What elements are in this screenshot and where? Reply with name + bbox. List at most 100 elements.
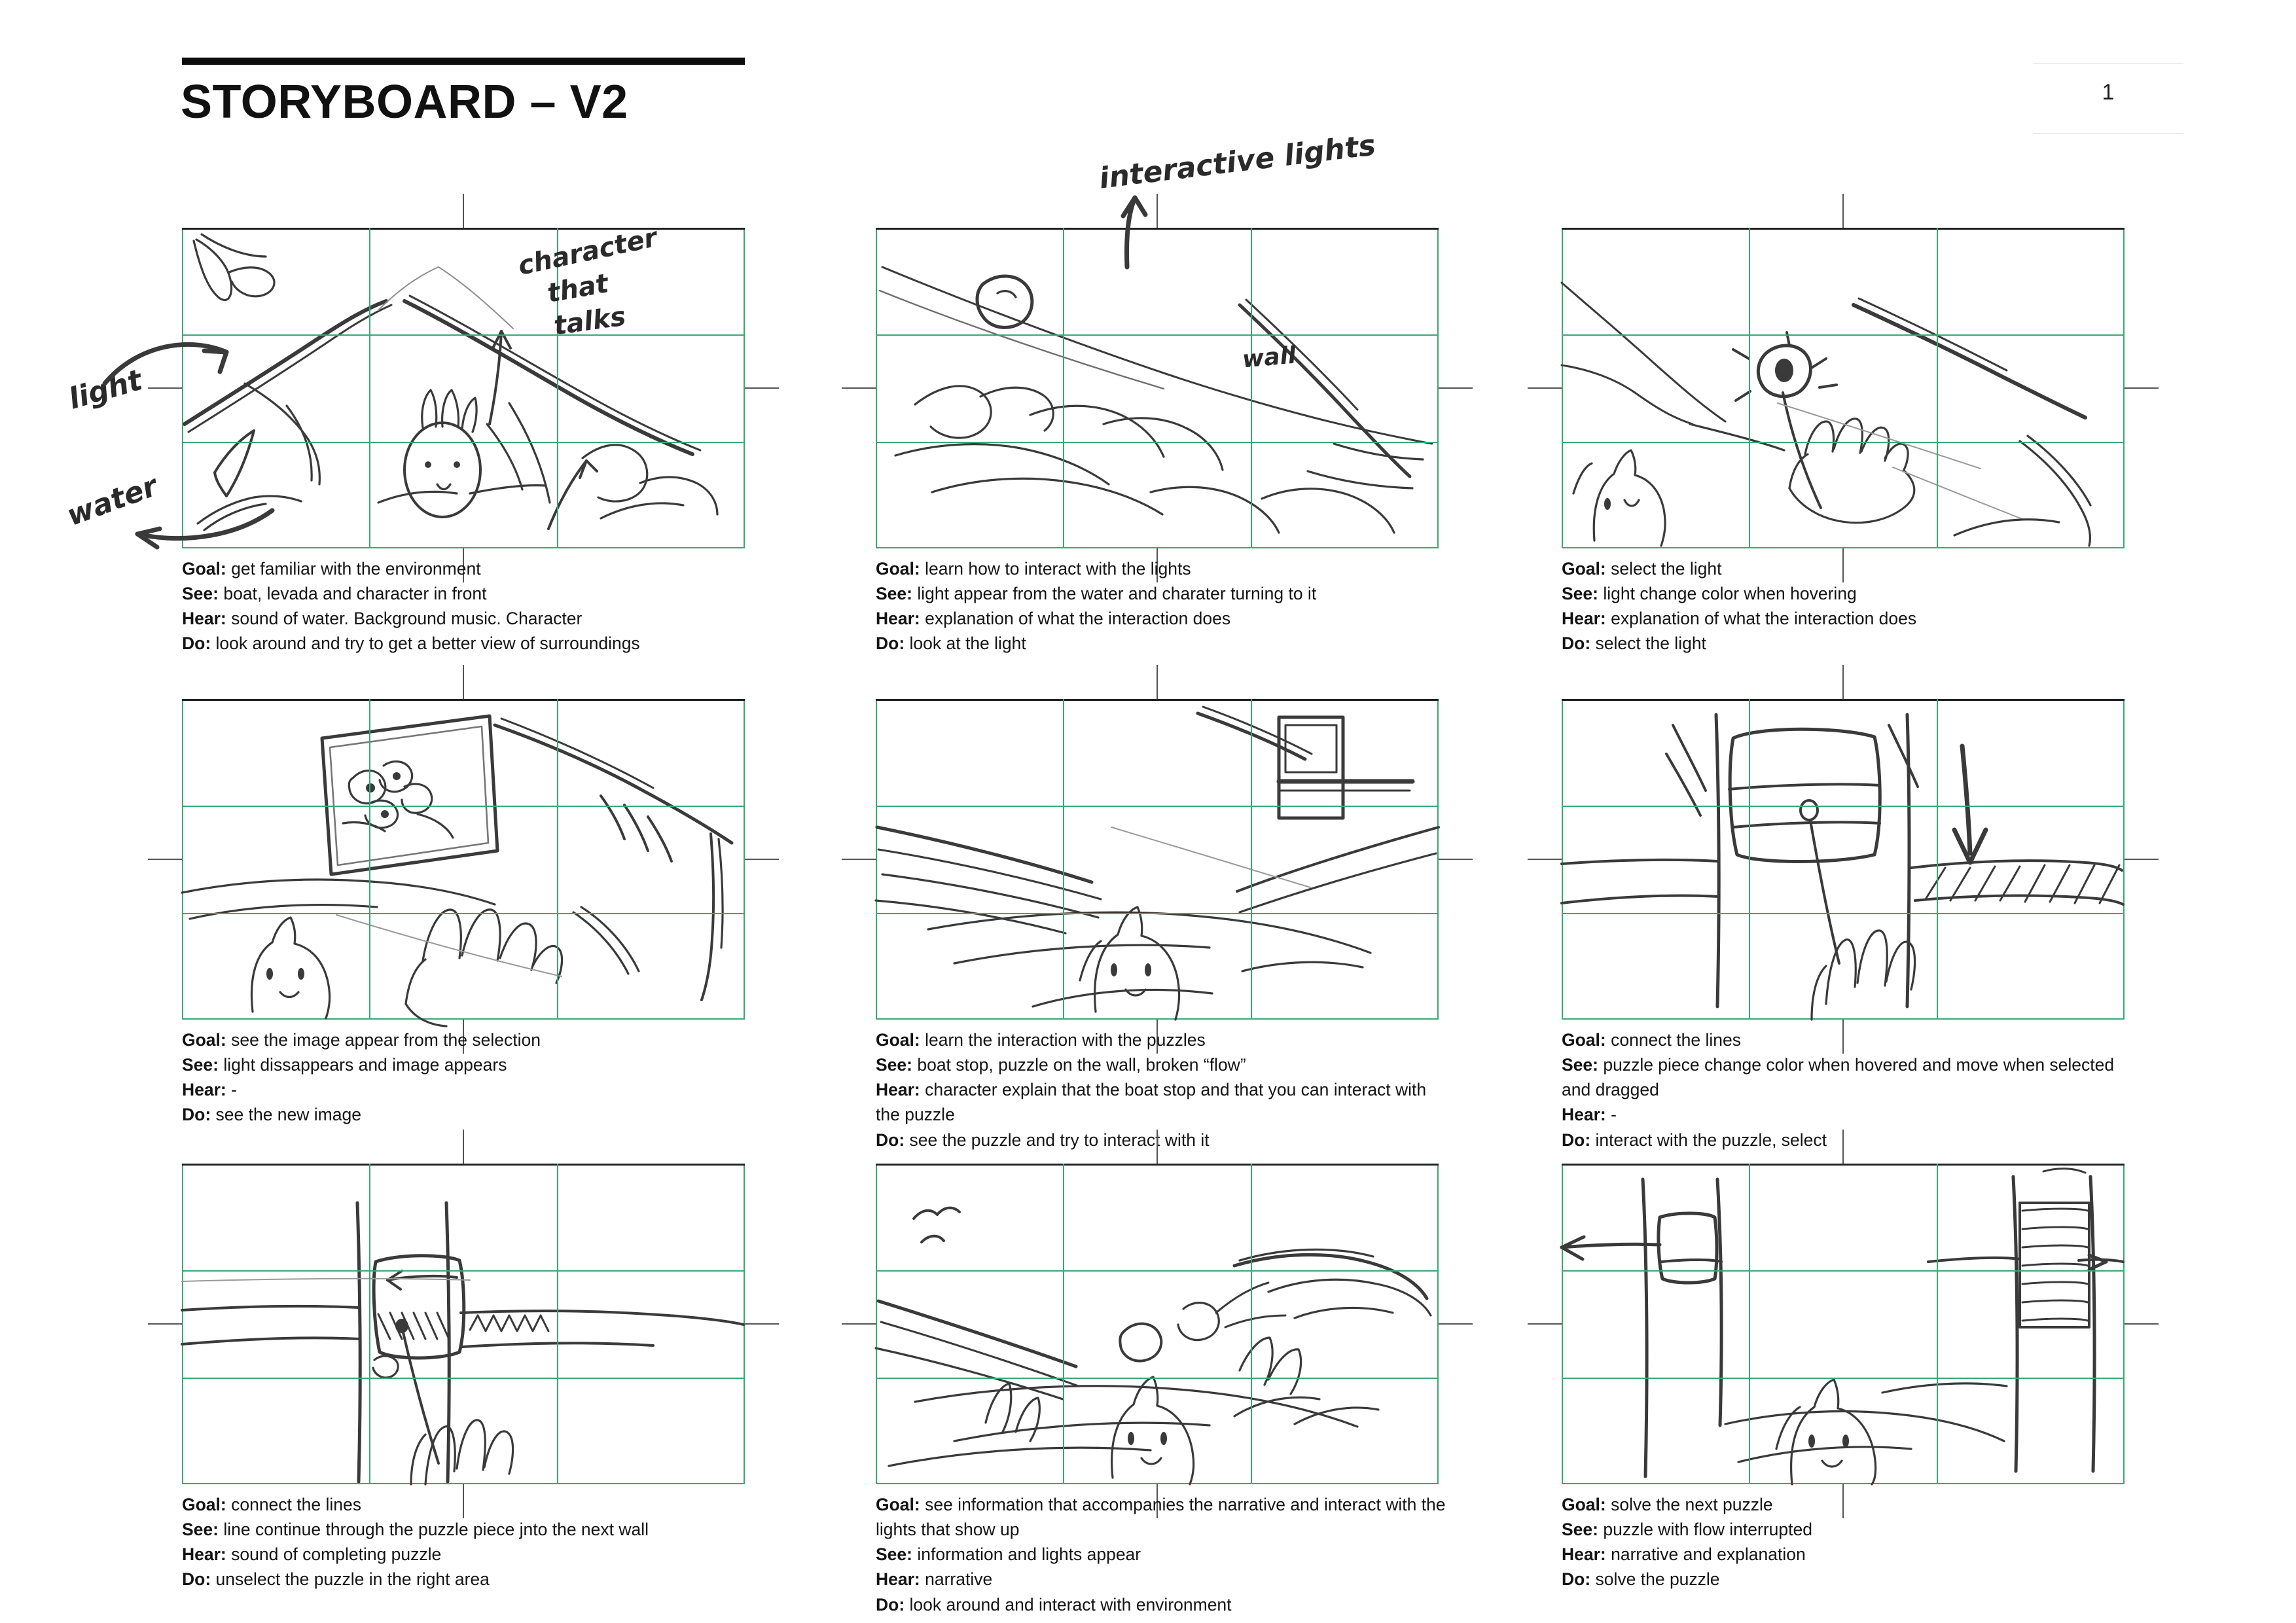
panel-8-caption: Goal: see information that accompanies t… — [876, 1492, 1452, 1617]
crop-tick-top — [1842, 1130, 1844, 1164]
panel-8-sketch — [876, 1164, 1439, 1484]
crop-tick-right — [1439, 387, 1473, 389]
storyboard-cell-2: wall Goal: learn how to interact with th… — [842, 194, 1570, 653]
do-label: Do: — [876, 633, 905, 654]
see-text: puzzle with flow interrupted — [1598, 1520, 1812, 1540]
crop-tick-left — [1528, 1323, 1562, 1325]
see-label: See: — [1562, 584, 1598, 604]
grid-line-horizontal-2 — [182, 913, 745, 914]
grid-line-horizontal-2 — [876, 913, 1439, 914]
see-text: light dissappears and image appears — [218, 1055, 507, 1075]
panel-top-edge — [182, 228, 745, 230]
grid-line-horizontal-1 — [182, 334, 745, 336]
storyboard-cell-8: Goal: see information that accompanies t… — [842, 1130, 1570, 1614]
grid-line-horizontal-2 — [1562, 442, 2125, 443]
panel-4-caption: Goal: see the image appear from the sele… — [182, 1027, 758, 1128]
panel-top-edge — [876, 699, 1439, 701]
crop-tick-left — [842, 1323, 876, 1325]
goal-text: learn the interaction with the puzzles — [920, 1030, 1206, 1050]
panel-7-sketch — [182, 1164, 745, 1484]
see-label: See: — [1562, 1520, 1598, 1540]
hear-label: Hear: — [876, 1569, 920, 1590]
crop-tick-top — [1842, 665, 1844, 699]
grid-line-vertical-2 — [1251, 699, 1252, 1020]
crop-tick-bottom — [1842, 1020, 1844, 1054]
panel-6-caption: Goal: connect the lines See: puzzle piec… — [1562, 1027, 2138, 1152]
goal-text: connect the lines — [226, 1495, 361, 1514]
panel-4-frame — [148, 665, 779, 1054]
goal-label: Goal: — [1562, 559, 1606, 579]
do-text: look around and interact with environmen… — [905, 1594, 1232, 1614]
grid-line-horizontal-1 — [1562, 334, 2125, 336]
annotation-interactive-lights-arrow — [1121, 195, 1148, 270]
goal-text: learn how to interact with the lights — [920, 559, 1191, 579]
see-text: boat, levada and character in front — [218, 584, 487, 604]
hear-text: sound of completing puzzle — [226, 1544, 442, 1565]
panel-7-frame — [148, 1130, 779, 1518]
panel-6-sketch — [1562, 699, 2125, 1020]
grid-line-horizontal-2 — [1562, 1378, 2125, 1379]
grid-line-vertical-1 — [369, 699, 370, 1020]
hear-label: Hear: — [876, 609, 920, 629]
do-label: Do: — [182, 1569, 211, 1590]
crop-tick-bottom — [1157, 548, 1158, 582]
goal-text: connect the lines — [1605, 1030, 1741, 1050]
do-label: Do: — [876, 1130, 905, 1150]
do-label: Do: — [1562, 633, 1591, 654]
goal-text: see the image appear from the selection — [226, 1030, 541, 1050]
grid-line-horizontal-2 — [876, 442, 1439, 443]
do-label: Do: — [1562, 1130, 1591, 1150]
do-text: solve the puzzle — [1590, 1569, 1720, 1590]
goal-text: solve the next puzzle — [1605, 1495, 1773, 1514]
panel-4-sketch — [182, 699, 745, 1020]
see-text: information and lights appear — [912, 1544, 1141, 1565]
crop-tick-right — [1439, 859, 1473, 860]
see-text: light appear from the water and charater… — [912, 584, 1317, 604]
crop-tick-right — [2125, 859, 2159, 860]
storyboard-cell-7: Goal: connect the lines See: line contin… — [148, 1130, 876, 1589]
page-number-block: 1 — [2033, 63, 2183, 134]
panel-3-sketch — [1562, 228, 2125, 548]
grid-line-vertical-2 — [557, 228, 558, 548]
grid-line-vertical-1 — [1749, 699, 1750, 1020]
crop-tick-bottom — [1157, 1484, 1158, 1518]
see-text: puzzle piece change color when hovered a… — [1562, 1055, 2115, 1100]
goal-label: Goal: — [182, 1495, 226, 1514]
goal-label: Goal: — [182, 1030, 226, 1050]
see-label: See: — [876, 1544, 912, 1565]
do-text: look at the light — [905, 633, 1026, 654]
goal-text: get familiar with the environment — [226, 559, 481, 579]
annotation-water-arrow — [135, 508, 275, 550]
crop-tick-bottom — [1842, 1484, 1844, 1518]
crop-tick-right — [745, 1323, 779, 1325]
page-title: STORYBOARD – V2 — [181, 76, 628, 128]
goal-label: Goal: — [182, 559, 226, 579]
grid-line-horizontal-1 — [182, 1270, 745, 1272]
grid-line-vertical-2 — [557, 1164, 558, 1484]
goal-label: Goal: — [1562, 1495, 1606, 1514]
do-label: Do: — [1562, 1569, 1591, 1590]
panel-top-edge — [876, 1164, 1439, 1166]
grid-line-horizontal-1 — [876, 806, 1439, 807]
goal-label: Goal: — [1562, 1030, 1606, 1050]
crop-tick-bottom — [1157, 1020, 1158, 1054]
crop-tick-left — [148, 859, 182, 860]
crop-tick-bottom — [1842, 548, 1844, 582]
do-label: Do: — [182, 633, 211, 654]
panel-1-caption: Goal: get familiar with the environment … — [182, 556, 758, 656]
crop-tick-left — [1528, 387, 1562, 389]
panel-8-frame — [842, 1130, 1473, 1518]
hear-label: Hear: — [182, 609, 226, 629]
storyboard-cell-1: Goal: get familiar with the environment … — [148, 194, 876, 653]
grid-line-horizontal-2 — [182, 442, 745, 443]
hear-label: Hear: — [1562, 1105, 1606, 1125]
panel-6-frame — [1528, 665, 2159, 1054]
hear-text: explanation of what the interaction does — [1605, 609, 1917, 629]
storyboard-cell-4: Goal: see the image appear from the sele… — [148, 665, 876, 1124]
panel-3-frame — [1528, 194, 2159, 582]
panel-top-edge — [182, 699, 745, 701]
hear-text: narrative — [920, 1569, 993, 1590]
goal-text: select the light — [1605, 559, 1722, 579]
crop-tick-left — [842, 387, 876, 389]
